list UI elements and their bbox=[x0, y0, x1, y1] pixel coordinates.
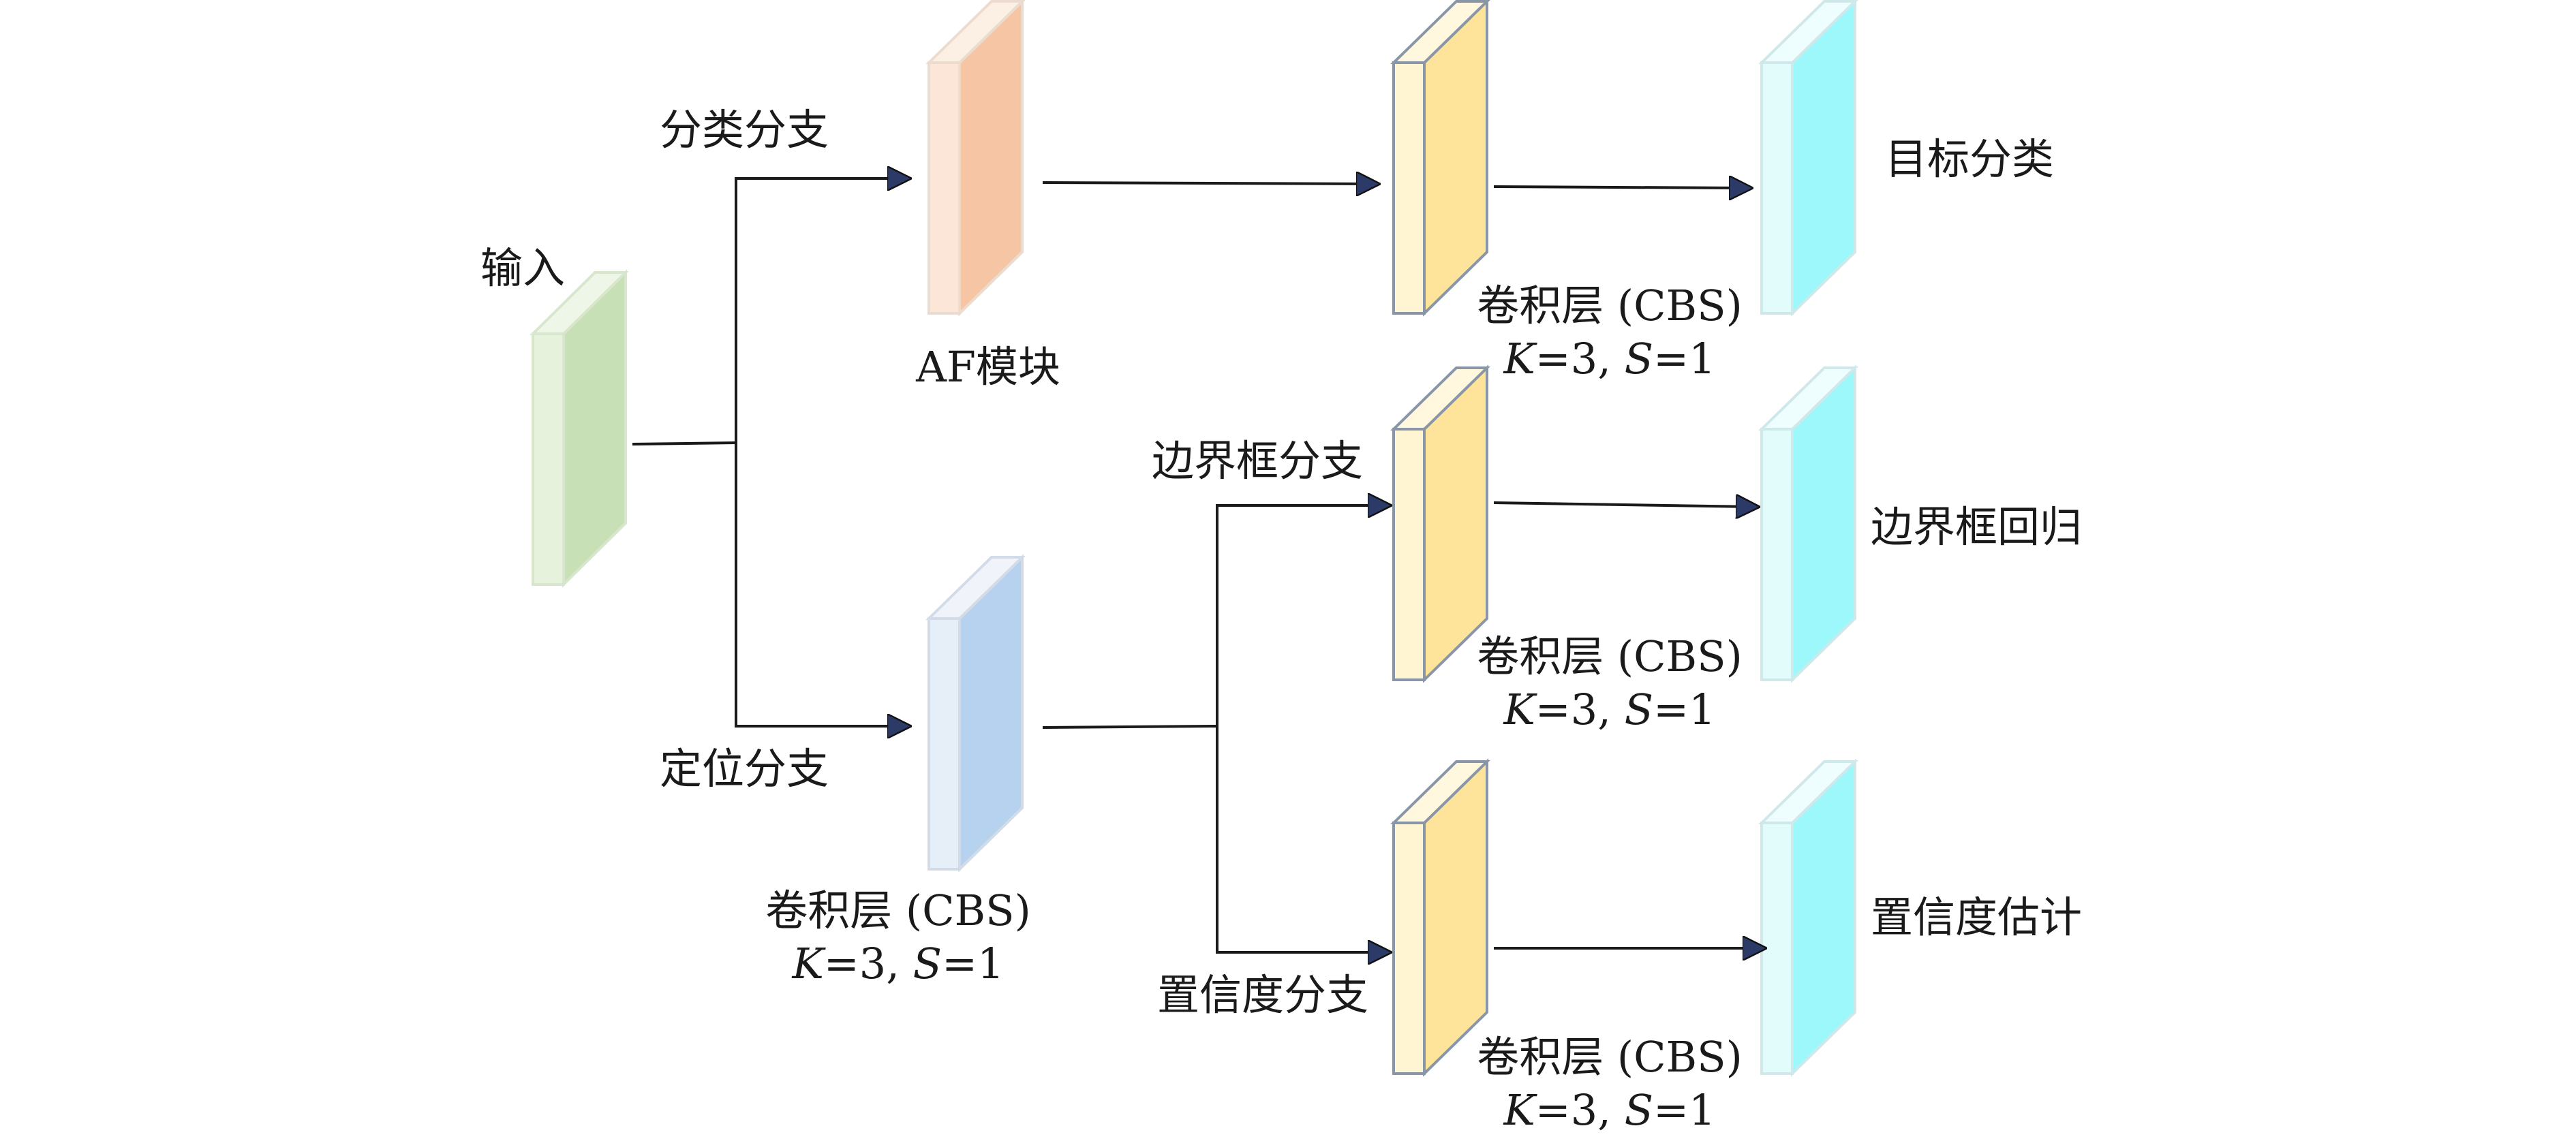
conf-conv-label: 卷积层 (CBS) bbox=[1477, 1032, 1743, 1082]
confidence-branch-arrow bbox=[1216, 726, 1387, 952]
input-block bbox=[530, 269, 629, 588]
classification-branch-label: 分类分支 bbox=[660, 105, 829, 155]
cls-conv-to-output-arrow bbox=[1493, 187, 1748, 188]
input-split-line bbox=[632, 441, 737, 446]
conf-conv-block bbox=[1390, 758, 1490, 1077]
classification-output-label: 目标分类 bbox=[1885, 134, 2055, 184]
confidence-estimation-output-label: 置信度估计 bbox=[1871, 892, 2083, 942]
localization-branch-arrow bbox=[735, 443, 906, 726]
loc-conv-block bbox=[925, 554, 1026, 873]
bbox-branch-arrow bbox=[1216, 505, 1387, 726]
af-module-label: AF模块 bbox=[916, 342, 1060, 392]
input-label: 输入 bbox=[480, 243, 566, 293]
conf-conv-caption: 卷积层 (CBS) K=3, S=1 bbox=[1477, 1031, 1743, 1136]
box-conv-block bbox=[1390, 364, 1490, 683]
af-module-block bbox=[925, 0, 1026, 317]
localization-branch-label: 定位分支 bbox=[660, 744, 829, 794]
loc-conv-split-line bbox=[1042, 725, 1218, 729]
loc-conv-caption: 卷积层 (CBS) K=3, S=1 bbox=[765, 884, 1031, 990]
cls-output-block bbox=[1758, 0, 1858, 317]
box-conv-label: 卷积层 (CBS) bbox=[1477, 631, 1743, 681]
cls-conv-params: K=3, S=1 bbox=[1503, 333, 1716, 384]
bbox-branch-label: 边界框分支 bbox=[1152, 436, 1364, 486]
cls-conv-caption: 卷积层 (CBS) K=3, S=1 bbox=[1477, 279, 1743, 385]
classification-branch-arrow bbox=[735, 178, 906, 726]
loc-conv-params: K=3, S=1 bbox=[792, 938, 1005, 988]
cls-conv-block bbox=[1390, 0, 1490, 317]
conf-output-block bbox=[1758, 758, 1858, 1077]
confidence-branch-label: 置信度分支 bbox=[1157, 970, 1369, 1020]
cls-conv-label: 卷积层 (CBS) bbox=[1477, 281, 1743, 330]
box-conv-to-output-arrow bbox=[1493, 503, 1755, 507]
conf-conv-params: K=3, S=1 bbox=[1503, 1084, 1716, 1135]
bbox-regression-output-label: 边界框回归 bbox=[1871, 502, 2083, 552]
bbox-output-block bbox=[1758, 364, 1858, 683]
loc-conv-label: 卷积层 (CBS) bbox=[765, 886, 1031, 935]
af-to-conv-arrow bbox=[1042, 183, 1375, 184]
box-conv-caption: 卷积层 (CBS) K=3, S=1 bbox=[1477, 630, 1743, 736]
box-conv-params: K=3, S=1 bbox=[1503, 684, 1716, 734]
